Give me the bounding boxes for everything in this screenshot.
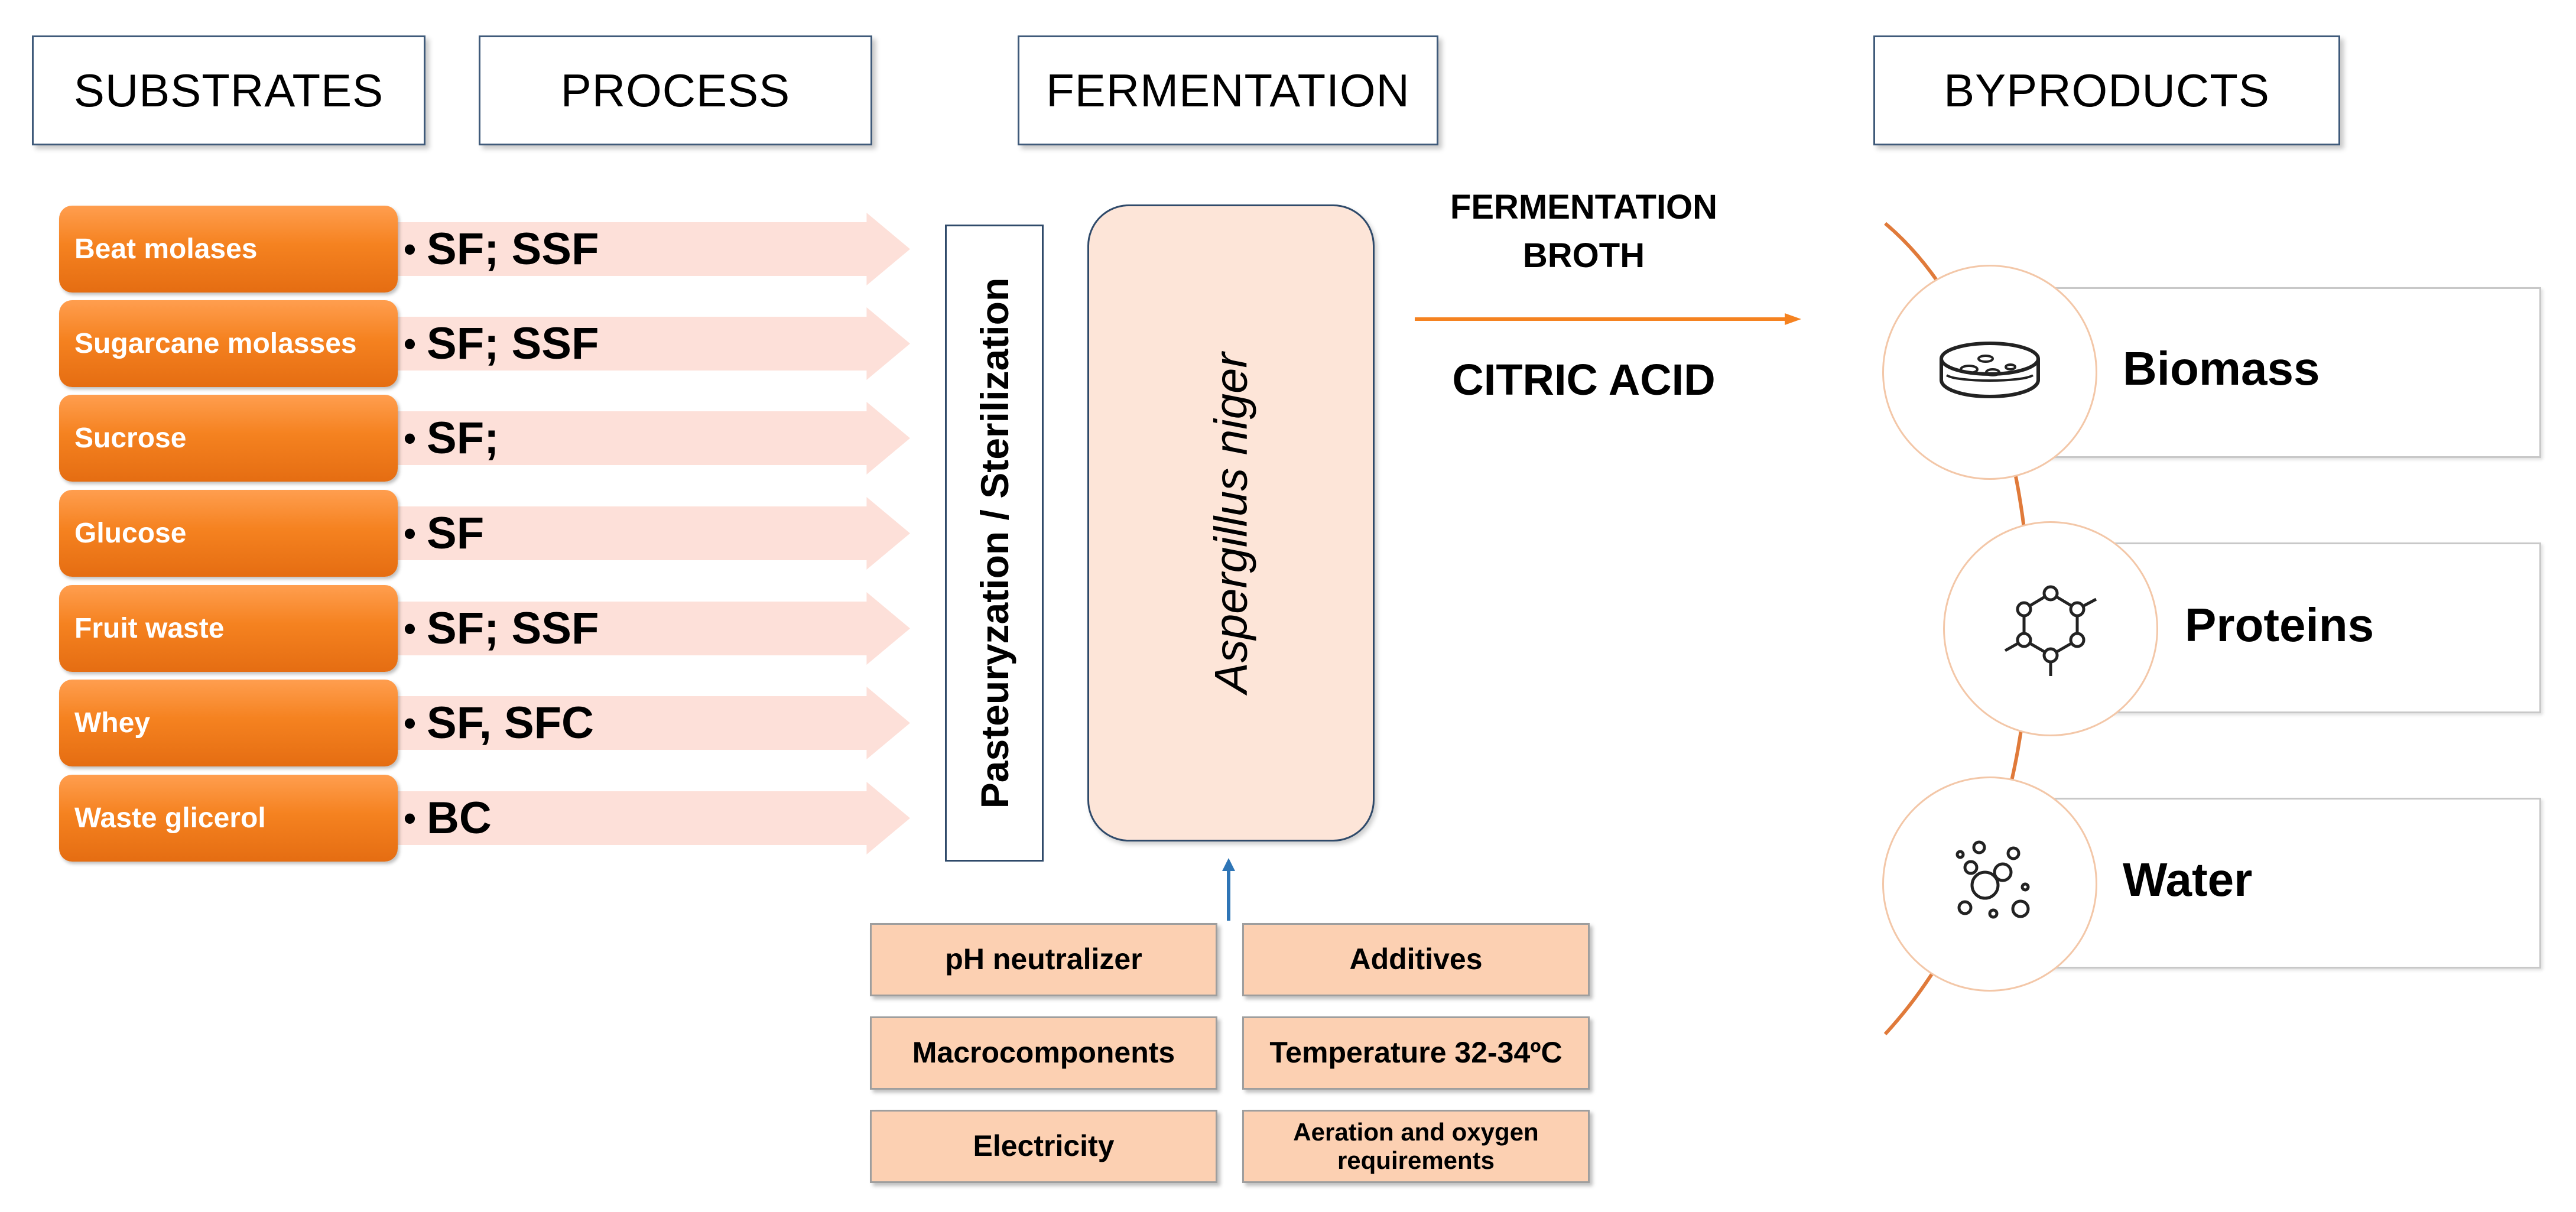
bubbles-icon [1955, 840, 2030, 919]
broth-label: FERMENTATION BROTH [1430, 183, 1737, 281]
substrate-row: Waste glicerol •BC [59, 775, 910, 862]
byproduct-card-water [2045, 798, 2541, 969]
byproduct-circle-proteins [1943, 521, 2158, 736]
substrate-label: Sugarcane molasses [59, 300, 398, 387]
substrate-label: Beat molases [59, 206, 398, 293]
pasteurization-box: Pasteuryzation / Sterilization [945, 225, 1044, 862]
organism-label: Aspergillus niger [1204, 352, 1257, 694]
process-method-text: SF; SSF [427, 224, 599, 274]
header-substrates: SUBSTRATES [32, 35, 425, 145]
byproduct-label-water: Water [2123, 853, 2253, 906]
process-method: •SF, SFC [404, 680, 594, 766]
product-label: CITRIC ACID [1452, 355, 1716, 404]
header-fermentation: FERMENTATION [1018, 35, 1438, 145]
bullet: • [404, 609, 417, 648]
byproduct-label-proteins: Proteins [2185, 599, 2374, 651]
substrate-row: Fruit waste • SF; SSF [59, 585, 910, 672]
byproduct-card-proteins [2107, 542, 2541, 713]
process-method-text: SF, SFC [427, 698, 594, 748]
bullet: • [404, 514, 417, 553]
substrate-label: Waste glicerol [59, 775, 398, 862]
bullet: • [404, 324, 417, 363]
process-method-text: SF; SSF [427, 603, 599, 654]
header-process: PROCESS [479, 35, 872, 145]
condition-electricity: Electricity [870, 1110, 1217, 1183]
substrate-label: Glucose [59, 490, 398, 577]
condition-temperature: Temperature 32-34ºC [1242, 1016, 1590, 1090]
process-arrow [366, 782, 910, 854]
process-arrow [366, 687, 910, 759]
process-method: •SF; [404, 395, 499, 482]
condition-aeration: Aeration and oxygen requirements [1242, 1110, 1590, 1183]
process-arrow [366, 213, 910, 285]
substrate-label: Whey [59, 680, 398, 766]
molecule-icon [2004, 585, 2097, 676]
substrate-row: Sucrose •SF; [59, 395, 910, 482]
bullet: • [404, 229, 417, 269]
process-method: •SF; SSF [404, 206, 599, 293]
condition-ph-neutralizer: pH neutralizer [870, 923, 1217, 996]
bullet: • [404, 703, 417, 743]
broth-label-line2: BROTH [1522, 236, 1645, 275]
petri-dish-icon [1940, 342, 2040, 399]
header-byproducts: BYPRODUCTS [1873, 35, 2340, 145]
byproduct-label-biomass: Biomass [2123, 342, 2320, 395]
process-arrow [366, 497, 910, 570]
process-method-text: BC [427, 793, 492, 843]
byproduct-circle-biomass [1882, 265, 2097, 480]
process-method: •BC [404, 775, 492, 862]
process-arrow [366, 592, 910, 665]
bullet: • [404, 798, 417, 838]
process-arrow [366, 307, 910, 380]
substrate-label: Sucrose [59, 395, 398, 482]
pasteurization-label: Pasteuryzation / Sterilization [972, 277, 1016, 809]
output-arrow [1415, 313, 1801, 325]
byproduct-circle-water [1882, 776, 2097, 992]
process-method: • SF; SSF [404, 300, 599, 387]
fermenter-box: Aspergillus niger [1087, 204, 1375, 841]
process-method-text: SF [427, 508, 485, 558]
substrate-row: Glucose • SF [59, 490, 910, 577]
substrate-label: Fruit waste [59, 585, 398, 672]
substrate-row: Beat molases •SF; SSF [59, 206, 910, 293]
substrate-row: Sugarcane molasses • SF; SSF [59, 300, 910, 387]
bullet: • [404, 418, 417, 458]
process-method: • SF; SSF [404, 585, 599, 672]
process-arrow [366, 402, 910, 475]
byproduct-card-biomass [2045, 287, 2541, 458]
condition-macrocomponents: Macrocomponents [870, 1016, 1217, 1090]
process-method-text: SF; SSF [427, 319, 599, 369]
process-method: • SF [404, 490, 484, 577]
feed-arrow [1222, 858, 1235, 921]
condition-additives: Additives [1242, 923, 1590, 996]
broth-label-line1: FERMENTATION [1450, 188, 1718, 226]
process-method-text: SF; [427, 413, 499, 463]
substrate-row: Whey •SF, SFC [59, 680, 910, 766]
